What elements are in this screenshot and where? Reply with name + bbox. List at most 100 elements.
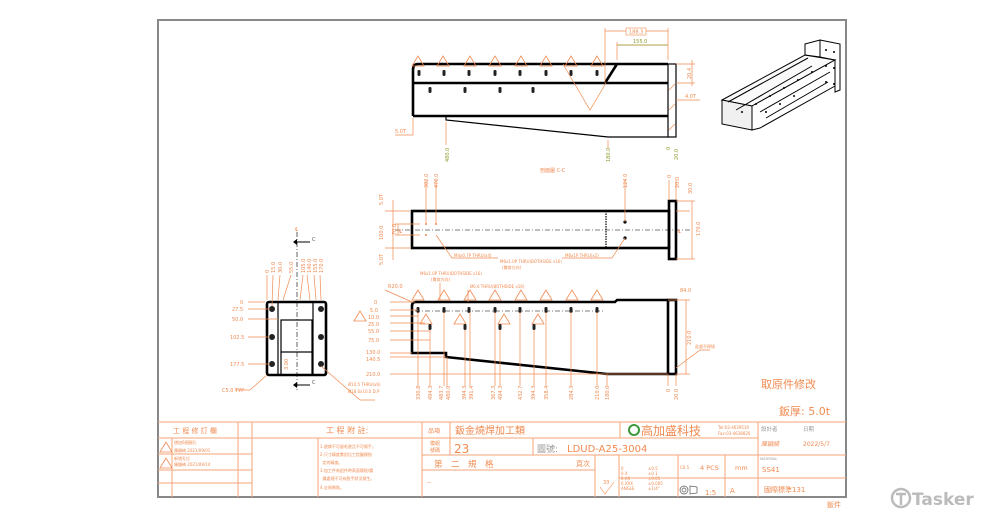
dim-5t: 5.0T xyxy=(379,253,385,265)
tolerance-precision: 0.X xyxy=(621,471,628,476)
dim-label: 0 xyxy=(265,270,271,273)
revision-text: 陳穎綺 2021/09/01 xyxy=(174,447,211,453)
dim-label: 210.0 xyxy=(595,386,601,400)
thread-note: M4x0.7P THRU(x4) xyxy=(454,253,492,258)
dim-124: 124.0 xyxy=(623,174,629,188)
dim-5t: 5.0T xyxy=(379,193,385,205)
dim-188-3: 188.3 xyxy=(629,30,643,36)
item-label: 品項 xyxy=(428,428,440,435)
slots xyxy=(417,70,599,93)
dim-180: 180.0 xyxy=(606,148,612,162)
end-view: C C ℄ 0 15.0 30.0 55.0 105.0 140.0 155.0… xyxy=(222,227,381,401)
revision-text: 新增孔位 xyxy=(174,455,190,461)
tolerance-value: ±0.1 xyxy=(648,471,658,476)
front-bottom-dim-lines xyxy=(417,312,677,386)
dim-label: 210.0 xyxy=(366,372,380,378)
dim-label: 30.0 xyxy=(278,262,284,273)
dim-label: 180.0 xyxy=(605,386,611,400)
dim-label: 358.4 xyxy=(544,386,550,400)
footer-label: 鈑件 xyxy=(827,500,841,509)
dim-label: 15.0 xyxy=(271,262,277,273)
dim-label: 494.3 xyxy=(428,386,434,400)
sheet-border xyxy=(157,19,847,498)
item-value: 鈑金燒焊加工類 xyxy=(455,424,525,437)
tolerance-precision: ANGLE xyxy=(621,486,635,491)
dim-210: 210.0 xyxy=(687,331,693,345)
dim-20: 20.0 xyxy=(675,177,681,188)
thread-note: M6x1.0P THRU(BOTHSIDE x16) xyxy=(420,271,482,276)
thread-note: M6x1P THRU(x2) xyxy=(565,253,599,258)
surface-finish-icon xyxy=(599,481,615,495)
dim-label: 432.7 xyxy=(518,386,524,400)
dim-470: 470.0 xyxy=(434,174,440,188)
dim-4t: 4.0T xyxy=(685,94,697,100)
hole-note: Ø6.6 THRU(BOTHSIDE x16) xyxy=(470,284,525,289)
dim-label: 20.0 xyxy=(674,389,680,400)
finish-value: 國際標準131 xyxy=(764,485,805,494)
dim-20: 20.0 xyxy=(674,149,680,160)
unit: mm xyxy=(735,464,748,472)
tolerance-precision: 0 xyxy=(621,466,624,471)
no-weld-note: 此處不焊接 xyxy=(695,343,715,349)
tolerance-precision: 0.XXX xyxy=(621,481,633,486)
surface-finish-value: 33 xyxy=(603,480,609,486)
quantity: 4 PCS xyxy=(700,464,719,472)
dim-170: 170.0 xyxy=(696,222,702,236)
front-bottom-dims: 330.8 494.3 483.7 480.0 394.3 391.4 367.… xyxy=(416,386,680,400)
tolerance-value: ±0.005 xyxy=(648,481,663,486)
dim-label: 330.8 xyxy=(416,386,422,400)
dim-label: 55.0 xyxy=(368,329,379,335)
section-title: 剖面圖 C-C xyxy=(540,167,566,174)
drawing-no-label: 圖號: xyxy=(537,443,558,455)
material-value: SS41 xyxy=(762,466,780,474)
dim-label: 391.4 xyxy=(469,386,475,400)
title-block: 工 程 修 訂 欄 增加6個圓孔 陳穎綺 2021/09/01 新增孔位 陳穎綺… xyxy=(158,421,846,497)
hole-note: Ø18.0x10.0 D.P xyxy=(348,389,380,394)
dim-label: 483.7 xyxy=(439,386,445,400)
centerline-mark: ℄ xyxy=(678,229,682,235)
date-label: 日期 xyxy=(803,426,815,433)
company-fax: Fax:03-4638820 xyxy=(718,431,751,436)
scale: 1:5 xyxy=(705,489,716,497)
top-view: 302.0 470.0 124.0 0 20.0 30.0 5.0T 100.0… xyxy=(379,174,702,270)
projection-symbol-icon xyxy=(679,485,698,495)
dim-label: 394.3 xyxy=(462,386,468,400)
designer-name: 陳穎綺 xyxy=(761,440,780,448)
weld-marks xyxy=(353,289,604,325)
thread-note: M6x1.0P THRU(BOTHSIDE x16) xyxy=(500,259,562,264)
spec-label: 第 二 規 格 xyxy=(434,459,494,470)
dim-label: 5.0 xyxy=(370,308,378,314)
note-line: 2.尺寸精度需對比工程圖標指 xyxy=(320,451,372,457)
dim-20-4: 20.4 xyxy=(687,68,693,79)
note-line: 1.邊緣不可留毛邊且不可傷手。 xyxy=(320,443,376,449)
dim-label: 25.0 xyxy=(368,322,379,328)
dim-label: 10.0 xyxy=(368,315,379,321)
notes-header: 工 程 附 註: xyxy=(326,425,368,435)
tasker-watermark: Tasker xyxy=(890,487,974,510)
chamfer-note: C5.0 TYP xyxy=(222,388,244,394)
thread-direction-note: (貫穿方向) xyxy=(431,276,451,282)
module-label: 模組 xyxy=(430,440,440,447)
thread-direction-note: (貫穿方向) xyxy=(502,264,522,270)
dim-label: 394.3 xyxy=(531,386,537,400)
modify-note: 取原件修改 xyxy=(761,377,816,391)
front-view: R20.0 M6x1.0P THRU(BOTHSIDE x16) (貫穿方向) … xyxy=(353,271,715,400)
module-label: 號碼 xyxy=(430,447,440,454)
revision-text: 陳穎綺 2021/09/14 xyxy=(174,461,211,467)
dim-label: 140.0 xyxy=(307,259,313,273)
note-line: 3.加工件為鋁件時表面陽極/鍍 xyxy=(320,467,373,473)
dim-84: 84.0 xyxy=(680,288,691,294)
company-logo-icon xyxy=(628,424,640,436)
dim-label: 284.3 xyxy=(569,386,575,400)
company-tel: Tel:03-4639530 xyxy=(717,425,749,430)
section-view-c-c: 188.3 155.0 20.4 4.0T 5.0T 480.0 180.0 0… xyxy=(395,27,700,174)
tolerance-precision: 0.XX xyxy=(621,476,631,481)
dim-label: 55.0 xyxy=(289,262,295,273)
thickness-note: 鈑厚: 5.0t xyxy=(779,405,831,418)
dim-label: 0 xyxy=(666,389,672,392)
tolerance-table: 0 0.X 0.XX 0.XXX ANGLE ±0.5 ±0.1 ±0.05 ±… xyxy=(621,466,663,491)
dim-0: 0 xyxy=(667,175,673,178)
chamfer-value: C0.5 xyxy=(680,465,690,470)
dim-label: 494.3 xyxy=(498,386,504,400)
